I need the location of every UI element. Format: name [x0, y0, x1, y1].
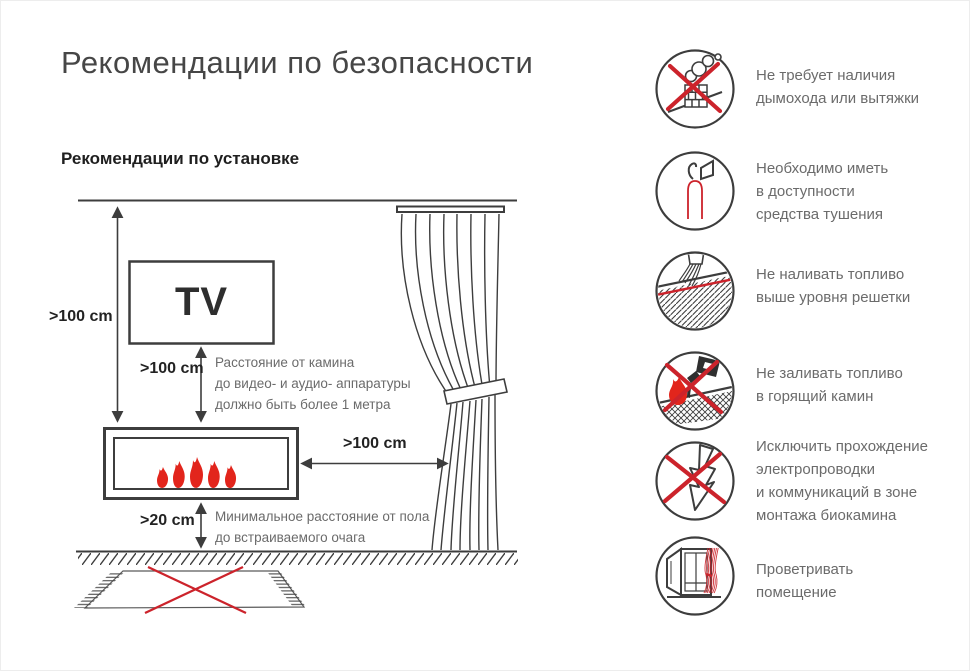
- safety-item-no-wiring: Исключить прохождение электропроводки и …: [654, 438, 969, 524]
- safety-text: Не наливать топливо выше уровня решетки: [756, 266, 911, 306]
- rug-prohibit-cross: [144, 565, 247, 615]
- side-distance-label: >100 cm: [343, 435, 407, 452]
- tv-label: TV: [174, 280, 229, 324]
- page-title: Рекомендации по безопасности: [61, 45, 534, 80]
- safety-text: Исключить прохождение электропроводки и …: [756, 438, 929, 524]
- ventilate-icon: [655, 536, 735, 616]
- curtain: [396, 205, 508, 551]
- safety-item-extinguisher: Необходимо иметь в доступности средства …: [654, 149, 969, 233]
- floor-line: [76, 550, 518, 565]
- no-wiring-icon: [655, 441, 735, 521]
- floor-distance-note: Минимальное расстояние от пола до встраи…: [215, 509, 430, 545]
- curtain-tie: [443, 378, 508, 405]
- safety-text: Необходимо иметь в доступности средства …: [756, 160, 889, 223]
- safety-text: Не заливать топливо в горящий камин: [756, 365, 903, 405]
- ceiling-distance-label: >100 cm: [49, 308, 113, 325]
- safety-item-ventilate: Проветривать помещение: [654, 534, 969, 618]
- safety-item-no-chimney: Не требует наличия дымохода или вытяжки: [654, 47, 969, 131]
- no-refuel-burning-icon: [655, 351, 735, 431]
- tv-distance-note: Расстояние от камина до видео- и аудио- …: [215, 355, 411, 412]
- fireplace: [103, 427, 299, 500]
- safety-item-fuel-level: Не наливать топливо выше уровня решетки: [654, 249, 969, 333]
- installation-subtitle: Рекомендации по установке: [61, 149, 300, 168]
- tv-distance-label: >100 cm: [140, 360, 204, 377]
- floor-distance-label: >20 cm: [140, 512, 195, 529]
- fuel-level-icon: [655, 251, 735, 331]
- flames: [157, 457, 237, 489]
- fire-extinguisher-icon: [655, 151, 735, 231]
- safety-text: Не требует наличия дымохода или вытяжки: [756, 67, 920, 107]
- safety-text: Проветривать помещение: [756, 561, 854, 601]
- tv-rect: [128, 260, 275, 345]
- safety-item-no-refuel: Не заливать топливо в горящий камин: [654, 349, 969, 433]
- no-chimney-icon: [655, 49, 735, 129]
- rug: [74, 565, 306, 615]
